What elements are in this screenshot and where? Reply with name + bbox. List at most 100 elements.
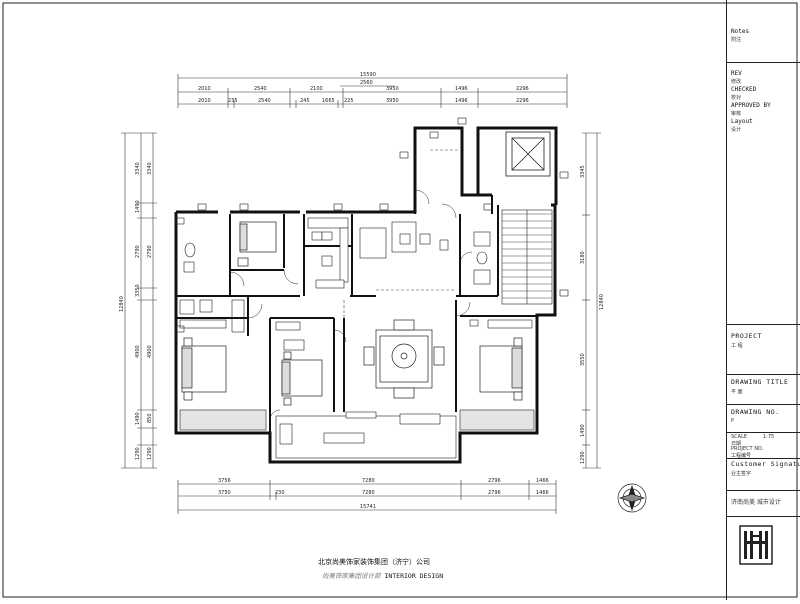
- section-markers: [175, 117, 569, 333]
- dim-top-total: 15590: [360, 72, 376, 78]
- tb-divider: [727, 374, 800, 375]
- approved-label: APPROVED BY: [731, 102, 771, 109]
- dim-top-row3: 2010 235 2540 245 1665 225 3950 1496 229…: [198, 98, 529, 104]
- balcony-left: [179, 409, 267, 431]
- customer-signature-value: 业主签字: [731, 471, 752, 477]
- layout-label: Layout: [731, 118, 753, 125]
- notes-value: 附注: [731, 37, 742, 43]
- interior-walls: [176, 195, 537, 433]
- dim-right-total: 12840: [599, 294, 605, 310]
- svg-text:2540: 2540: [254, 86, 267, 92]
- drawing-no-value: P: [731, 418, 735, 424]
- svg-text:1490: 1490: [135, 200, 141, 213]
- balcony-right: [459, 409, 535, 431]
- right-dimensions: [582, 132, 601, 469]
- svg-text:2010: 2010: [198, 86, 211, 92]
- design-prefix: 尚美饰家集团设计部: [322, 572, 381, 580]
- project-value: 工 程: [731, 343, 743, 349]
- wardrobes: [179, 299, 533, 351]
- svg-text:2100: 2100: [310, 86, 323, 92]
- rev-label: REV: [731, 70, 742, 77]
- living-furniture: [279, 411, 441, 445]
- company-short: 济南尚美 城市设计: [731, 499, 781, 506]
- checked-value: 校对: [731, 95, 742, 101]
- tb-divider: [727, 62, 800, 63]
- drawing-no-label: DRAWING NO.: [731, 408, 780, 416]
- rev-value: 修改: [731, 79, 742, 85]
- svg-text:4900: 4900: [135, 345, 141, 358]
- tb-divider: [727, 490, 800, 491]
- svg-text:225: 225: [344, 98, 354, 104]
- tb-divider: [727, 324, 800, 325]
- layout-value: 设计: [731, 127, 742, 133]
- stair: [501, 209, 553, 305]
- svg-text:3345: 3345: [580, 165, 586, 178]
- bottom-dimensions: [177, 480, 557, 514]
- svg-text:2296: 2296: [516, 98, 529, 104]
- svg-text:2796: 2796: [488, 490, 501, 496]
- bathroom-left: [179, 242, 213, 315]
- title-block: Notes 附注 REV 修改 CHECKED 校对 APPROVED BY 审…: [726, 0, 800, 600]
- bed-top-bedroom: [237, 221, 277, 267]
- svg-text:3350: 3350: [135, 284, 141, 297]
- compass-icon: [617, 483, 647, 513]
- svg-text:850: 850: [147, 413, 153, 423]
- svg-text:1496: 1496: [455, 86, 468, 92]
- svg-text:2296: 2296: [516, 86, 529, 92]
- svg-text:1466: 1466: [536, 478, 549, 484]
- dim-left-row2: 3340 2790 4900 850 1290: [147, 162, 153, 460]
- svg-text:3950: 3950: [386, 98, 399, 104]
- design-label-text: INTERIOR DESIGN: [384, 572, 444, 580]
- project-no-label: PROJECT NO.: [731, 446, 764, 452]
- bed-master-left: [181, 337, 227, 401]
- project-no-value: 工程编号: [731, 453, 752, 459]
- svg-text:2790: 2790: [135, 245, 141, 258]
- svg-text:3750: 3750: [218, 490, 231, 496]
- customer-signature-label: Customer Signature: [731, 460, 800, 468]
- tb-divider: [727, 516, 800, 517]
- stair-treads: [502, 213, 552, 299]
- svg-text:245: 245: [300, 98, 310, 104]
- svg-text:2010: 2010: [198, 98, 211, 104]
- dim-bottom-row2: 3750 230 7280 2796 1466: [218, 490, 549, 496]
- svg-text:1466: 1466: [536, 490, 549, 496]
- dim-top-row2: 2010 2540 2100 3950 1496 2296: [198, 86, 529, 92]
- dim-top-mid: 2560: [360, 80, 373, 86]
- drawing-title-label: DRAWING TITLE: [731, 378, 789, 386]
- svg-text:3340: 3340: [147, 162, 153, 175]
- svg-text:1496: 1496: [455, 98, 468, 104]
- dim-bottom-total: 15741: [360, 504, 376, 510]
- svg-text:1290: 1290: [135, 447, 141, 460]
- approved-value: 审核: [731, 111, 742, 117]
- tb-divider: [727, 432, 800, 433]
- dim-left-row1: 3340 1490 2790 3350 4900 1490 1290: [135, 162, 141, 460]
- project-label: PROJECT: [731, 332, 762, 340]
- left-dimensions: [121, 132, 157, 469]
- svg-text:2540: 2540: [258, 98, 271, 104]
- svg-text:7280: 7280: [362, 478, 375, 484]
- dim-right-row1: 3345 3180 3550 1490 1290: [580, 165, 586, 464]
- svg-text:1290: 1290: [147, 447, 153, 460]
- kitchen: [307, 217, 449, 289]
- svg-text:235: 235: [228, 98, 238, 104]
- notes-label: Notes: [731, 28, 750, 35]
- company-name: 北京尚美饰家装饰集团（济宁）公司: [318, 558, 430, 566]
- svg-text:2790: 2790: [147, 245, 153, 258]
- date-label: 日期: [731, 441, 742, 447]
- svg-text:1490: 1490: [580, 424, 586, 437]
- svg-text:3340: 3340: [135, 162, 141, 175]
- bed-right: [479, 337, 523, 401]
- exterior-walls: [174, 126, 558, 464]
- elevator: [505, 131, 551, 177]
- svg-text:7280: 7280: [362, 490, 375, 496]
- design-label: 尚美饰家集团设计部 INTERIOR DESIGN: [322, 570, 443, 580]
- checked-label: CHECKED: [731, 86, 757, 93]
- svg-text:230: 230: [275, 490, 285, 496]
- svg-text:3180: 3180: [580, 251, 586, 264]
- svg-text:1665: 1665: [322, 98, 335, 104]
- door-swings: [229, 189, 473, 421]
- scale-label: SCALE: [731, 434, 748, 440]
